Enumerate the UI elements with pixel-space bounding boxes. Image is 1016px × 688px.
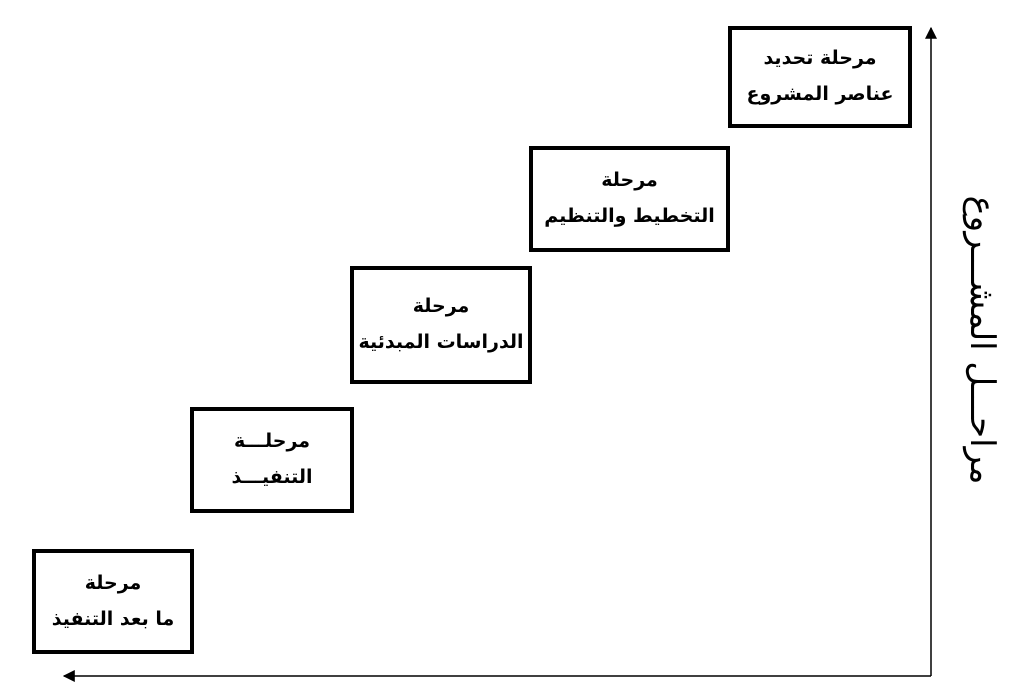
stage-title: مرحلة [601, 169, 658, 192]
stage-title: مرحلـــة [233, 430, 311, 453]
stage-title: مرحلة [84, 571, 142, 594]
stage-subtitle: ما بعد التنفيذ [51, 607, 175, 630]
stage-subtitle: التنفيـــذ [231, 466, 313, 488]
stage-box-planning: مرحلة التخطيط والتنظيم [529, 146, 730, 252]
stage-title: مرحلة [412, 295, 470, 318]
stage-subtitle: عناصر المشروع [746, 83, 894, 105]
stage-subtitle: الدراسات المبدئية [358, 331, 524, 353]
stage-box-define-elements: مرحلة تحديد عناصر المشروع [728, 26, 912, 128]
stage-title: مرحلة تحديد [763, 47, 877, 70]
stage-box-execution: مرحلـــة التنفيـــذ [190, 407, 354, 513]
stage-subtitle: التخطيط والتنظيم [544, 205, 715, 227]
stage-box-initial-studies: مرحلة الدراسات المبدئية [350, 266, 532, 384]
vertical-axis-label: مراحـــل المشـــروع [962, 195, 1002, 485]
stage-box-post-execution: مرحلة ما بعد التنفيذ [32, 549, 194, 654]
